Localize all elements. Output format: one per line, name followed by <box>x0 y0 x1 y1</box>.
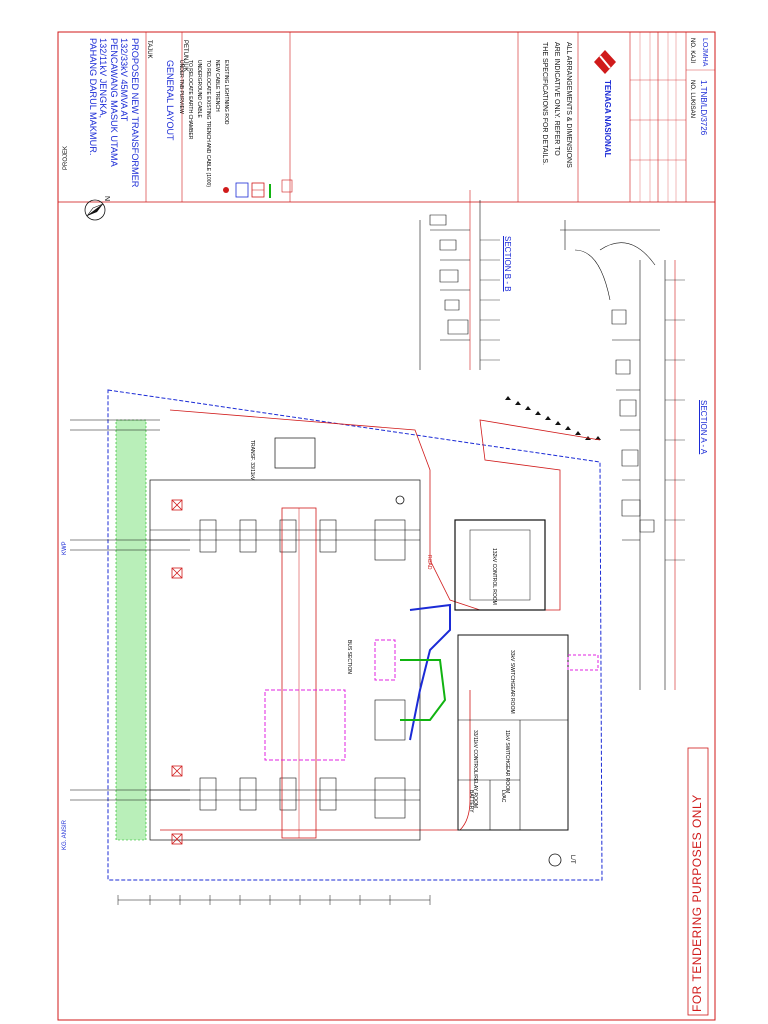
project-title-line: 132/33kV 45MVA AT <box>119 38 130 122</box>
note-line: ARE INDICATIVE ONLY. REFER TO <box>553 42 560 156</box>
project-title-line: PROPOSED NEW TRANSFORMER <box>130 38 140 188</box>
legend-item-label: UNDERGROUND CABLE <box>196 60 202 118</box>
road-outline <box>169 409 601 611</box>
line-label-bottom: KWP <box>62 541 68 555</box>
tnb-purview-3 <box>567 654 599 671</box>
section-bb-title: SECTION B - B <box>503 236 512 292</box>
general-notes: ALL ARRANGEMENTS & DIMENSIONS ARE INDICA… <box>538 42 574 168</box>
title-block <box>57 31 716 203</box>
control-room-132kv <box>454 519 546 611</box>
drawing-no: 1.TNB/LD/3726 <box>699 80 708 136</box>
legend-item-label: TO RELOCATE EXISTING TRENCH AND CABLE (1… <box>205 60 211 187</box>
sheet-border <box>57 31 716 1021</box>
note-line: ALL ARRANGEMENTS & DIMENSIONS <box>565 42 572 168</box>
transformer-label: TRANSF. 33/11kV <box>249 440 255 481</box>
bus-section-label: BUS SECTION <box>346 640 352 674</box>
tender-note-box <box>687 747 709 1016</box>
battery-label: BATTERY <box>468 790 474 813</box>
lightning-tower <box>548 853 562 867</box>
project-title-line: PENCAWANG MASUK UTAMA <box>109 38 119 167</box>
control-room-label: 132kV CONTROL ROOM <box>491 548 497 605</box>
legend-item-label: EXISTING LIGHTNING ROD <box>223 60 229 125</box>
road-label: ROAD <box>426 555 432 570</box>
new-cable-trench <box>409 603 451 741</box>
project-title-line: PAHANG DARUL MAKMUR. <box>88 38 98 156</box>
project-label: PROJEK <box>63 145 69 170</box>
section-bb-drawing <box>419 190 500 370</box>
legend-swatches <box>223 182 271 198</box>
green-area <box>116 420 146 840</box>
section-aa-drawing <box>505 220 685 690</box>
lvac-label: LVAC <box>500 790 506 803</box>
site-boundary <box>107 389 603 881</box>
legend-items: EXISTING LIGHTNING ROD NEW CABLE TRENCH … <box>176 60 230 187</box>
transformer-33-11kv <box>274 437 316 469</box>
switchgear-33-label: 33kV SWITCHGEAR ROOM <box>509 650 515 714</box>
legend-item-label: NEW CABLE TRENCH <box>214 60 220 112</box>
project-title: PROPOSED NEW TRANSFORMER 132/33kV 45MVA … <box>88 38 140 188</box>
drawing-no-label: NO. LUKISAN <box>689 80 695 119</box>
tnb-purview-2 <box>374 639 396 681</box>
line-label-top: KG. ANSIR <box>62 819 68 850</box>
company-name: TENAGA NASIONAL <box>603 80 612 158</box>
tender-note: FOR TENDERING PURPOSES ONLY <box>690 794 704 1012</box>
drawing-label: TAJUK <box>146 40 152 59</box>
tnb-logo <box>588 44 622 154</box>
section-aa-title: SECTION A - A <box>699 400 708 455</box>
north-label: N <box>103 196 110 202</box>
north-arrow-icon <box>84 199 106 221</box>
underground-cable <box>400 659 447 721</box>
legend-item-label: TO RELOCATE EARTH CHAMBER <box>187 60 193 140</box>
switchgear-building <box>457 634 569 831</box>
note-line: THE SPECIFICATIONS FOR DETAILS. <box>541 42 548 166</box>
switchgear-11-label: 11kV SWITCHGEAR ROOM <box>504 730 510 794</box>
drawing-title: GENERAL LAYOUT <box>165 60 175 141</box>
site-plan <box>70 389 603 905</box>
lt-label: L/T <box>569 855 575 864</box>
project-title-line: 132/11kV JENGKA, <box>98 38 109 119</box>
legend-item-label: UNDER TNB PURVIEW <box>178 60 184 114</box>
switchyard-area <box>149 479 421 841</box>
sheet-label: NO. KAJI <box>689 38 695 64</box>
sheet-value: LOJMHA <box>701 38 708 67</box>
tnb-purview-1 <box>264 689 346 761</box>
